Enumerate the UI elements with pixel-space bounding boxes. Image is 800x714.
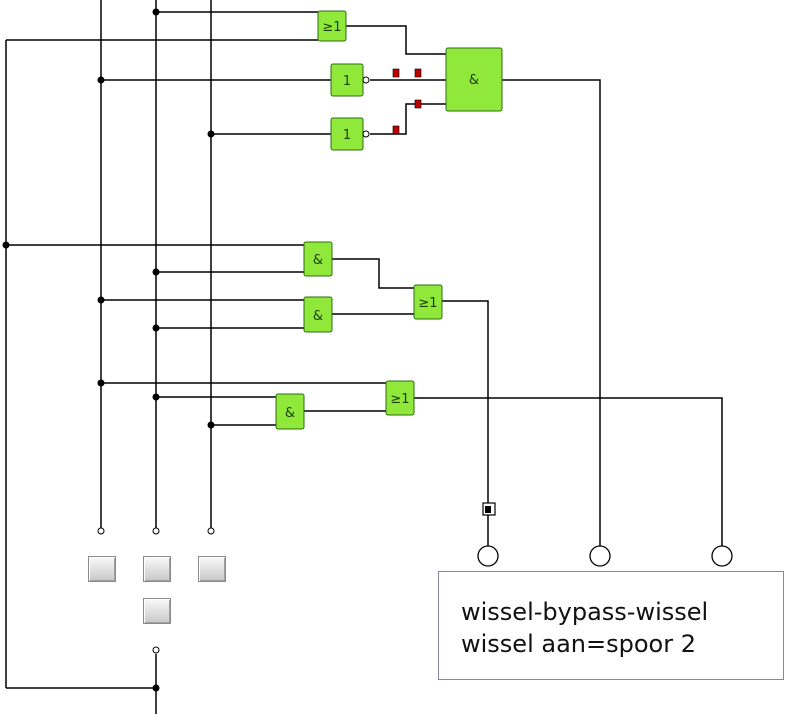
junction-dot bbox=[152, 684, 160, 692]
or-gate-top-label: ≥1 bbox=[322, 20, 341, 35]
or-gate-bottom-label: ≥1 bbox=[390, 392, 409, 407]
not-gate-lower-label: 1 bbox=[343, 128, 351, 143]
not-gate-upper[interactable]: 1 bbox=[330, 63, 370, 97]
red-state-markers bbox=[392, 68, 422, 135]
output-pin-3[interactable] bbox=[711, 545, 733, 567]
input-pin-b bbox=[152, 527, 160, 535]
output-pin-2[interactable] bbox=[589, 545, 611, 567]
or-gate-mid-label: ≥1 bbox=[418, 296, 437, 311]
junction-dot bbox=[152, 268, 160, 276]
wire-and-mid-upper-to-or bbox=[332, 258, 414, 289]
output-probe-marker-fill bbox=[485, 506, 491, 513]
junction-dot bbox=[152, 393, 160, 401]
description-label-box: wissel-bypass-wissel wissel aan=spoor 2 bbox=[438, 571, 784, 680]
and-gate-mid-upper[interactable]: & bbox=[303, 241, 333, 277]
junction-dot bbox=[207, 421, 215, 429]
label-line-1: wissel-bypass-wissel bbox=[461, 598, 709, 626]
red-marker bbox=[414, 99, 422, 109]
junction-dot bbox=[207, 130, 215, 138]
input-switch-b[interactable] bbox=[143, 556, 171, 582]
input-switch-c[interactable] bbox=[198, 556, 226, 582]
and-gate-main[interactable]: & bbox=[445, 47, 503, 112]
red-marker bbox=[392, 68, 400, 78]
and-gate-mid-upper-label: & bbox=[313, 253, 323, 268]
red-marker bbox=[414, 68, 422, 78]
junction-dot bbox=[97, 76, 105, 84]
wire-and-main-output bbox=[502, 79, 601, 546]
and-gate-mid-lower[interactable]: & bbox=[303, 296, 333, 333]
junction-dot bbox=[2, 241, 10, 249]
input-pin-c bbox=[207, 527, 215, 535]
junction-dots bbox=[2, 8, 215, 692]
output-pin-1[interactable] bbox=[477, 545, 499, 567]
or-gate-bottom[interactable]: ≥1 bbox=[385, 380, 415, 416]
or-gate-top[interactable]: ≥1 bbox=[317, 10, 347, 42]
junction-dot bbox=[97, 296, 105, 304]
or-gate-mid[interactable]: ≥1 bbox=[413, 284, 443, 320]
label-line-2: wissel aan=spoor 2 bbox=[461, 630, 696, 658]
input-pin-a bbox=[97, 527, 105, 535]
not-gate-upper-label: 1 bbox=[343, 74, 351, 89]
junction-dot bbox=[152, 324, 160, 332]
and-gate-main-label: & bbox=[469, 73, 479, 88]
junction-dot bbox=[152, 8, 160, 16]
not-gate-lower[interactable]: 1 bbox=[330, 117, 370, 151]
not-gate-lower-inverter bbox=[362, 130, 370, 138]
wire-or-bottom-output bbox=[414, 397, 723, 546]
junction-dot bbox=[97, 379, 105, 387]
not-gate-upper-inverter bbox=[362, 76, 370, 84]
wire-not-lower-to-and bbox=[370, 103, 446, 135]
input-switch-a[interactable] bbox=[88, 556, 116, 582]
and-gate-bottom-label: & bbox=[285, 406, 295, 421]
input-switch-e[interactable] bbox=[143, 598, 171, 624]
wire-or-mid-output bbox=[442, 300, 489, 546]
and-gate-mid-lower-label: & bbox=[313, 309, 323, 324]
input-pin-e bbox=[152, 646, 160, 654]
red-marker bbox=[392, 125, 400, 135]
and-gate-bottom[interactable]: & bbox=[275, 393, 305, 430]
wire-or-top-to-and bbox=[346, 25, 446, 55]
